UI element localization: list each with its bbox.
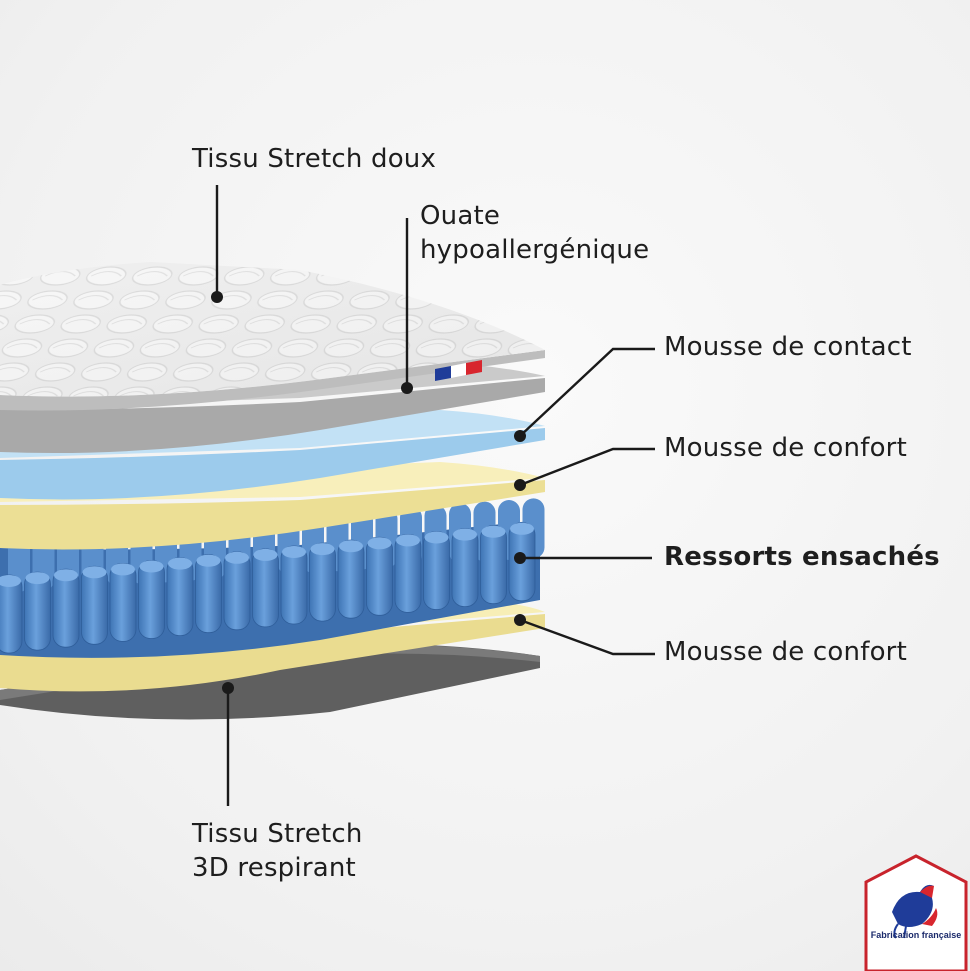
label-tissu-stretch-3d-respirant: Tissu Stretch 3D respirant <box>192 819 363 883</box>
leader-dots <box>211 291 526 694</box>
rooster-icon <box>892 884 938 939</box>
label-mousse-de-confort-top: Mousse de confort <box>664 433 907 463</box>
label-ressorts-ensaches: Ressorts ensachés <box>664 542 940 572</box>
quilted-top-fabric-layer <box>0 262 545 411</box>
badge-caption: Fabrication française <box>870 930 962 940</box>
label-ouate-hypoallergenique: Ouate hypoallergénique <box>420 201 650 265</box>
french-flag-tag <box>435 360 482 381</box>
label-mousse-de-contact: Mousse de contact <box>664 332 912 362</box>
label-mousse-de-confort-bottom: Mousse de confort <box>664 637 907 667</box>
label-tissu-stretch-doux: Tissu Stretch doux <box>192 144 437 174</box>
fabrication-francaise-badge <box>864 854 968 971</box>
leader-lines <box>215 185 655 806</box>
